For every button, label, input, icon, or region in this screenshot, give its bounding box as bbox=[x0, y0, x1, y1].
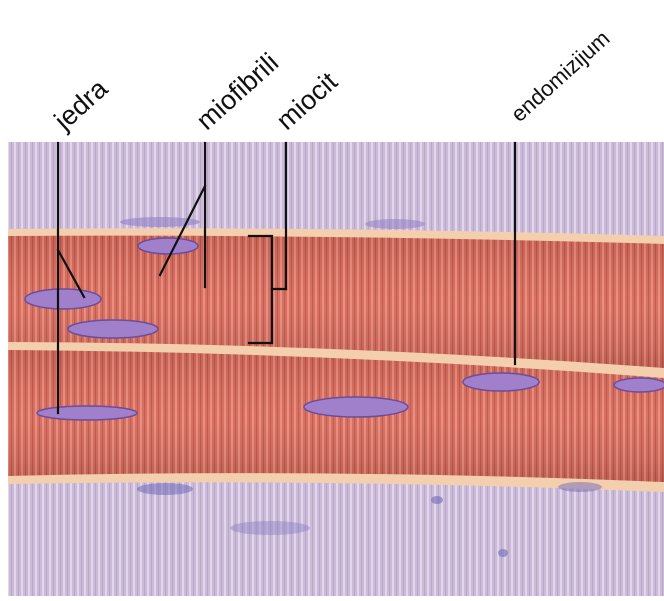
nucleus bbox=[614, 378, 664, 392]
nucleus bbox=[304, 397, 408, 417]
faint-nucleus bbox=[137, 483, 193, 495]
nucleus bbox=[138, 238, 198, 254]
nucleus bbox=[463, 373, 539, 391]
faint-nucleus bbox=[498, 549, 508, 557]
faint-nucleus bbox=[558, 482, 602, 492]
nucleus bbox=[68, 320, 158, 338]
nucleus bbox=[37, 406, 137, 420]
faint-nucleus bbox=[365, 219, 425, 229]
faint-nucleus bbox=[431, 496, 443, 504]
faint-nucleus bbox=[230, 521, 310, 535]
nucleus bbox=[25, 289, 101, 309]
